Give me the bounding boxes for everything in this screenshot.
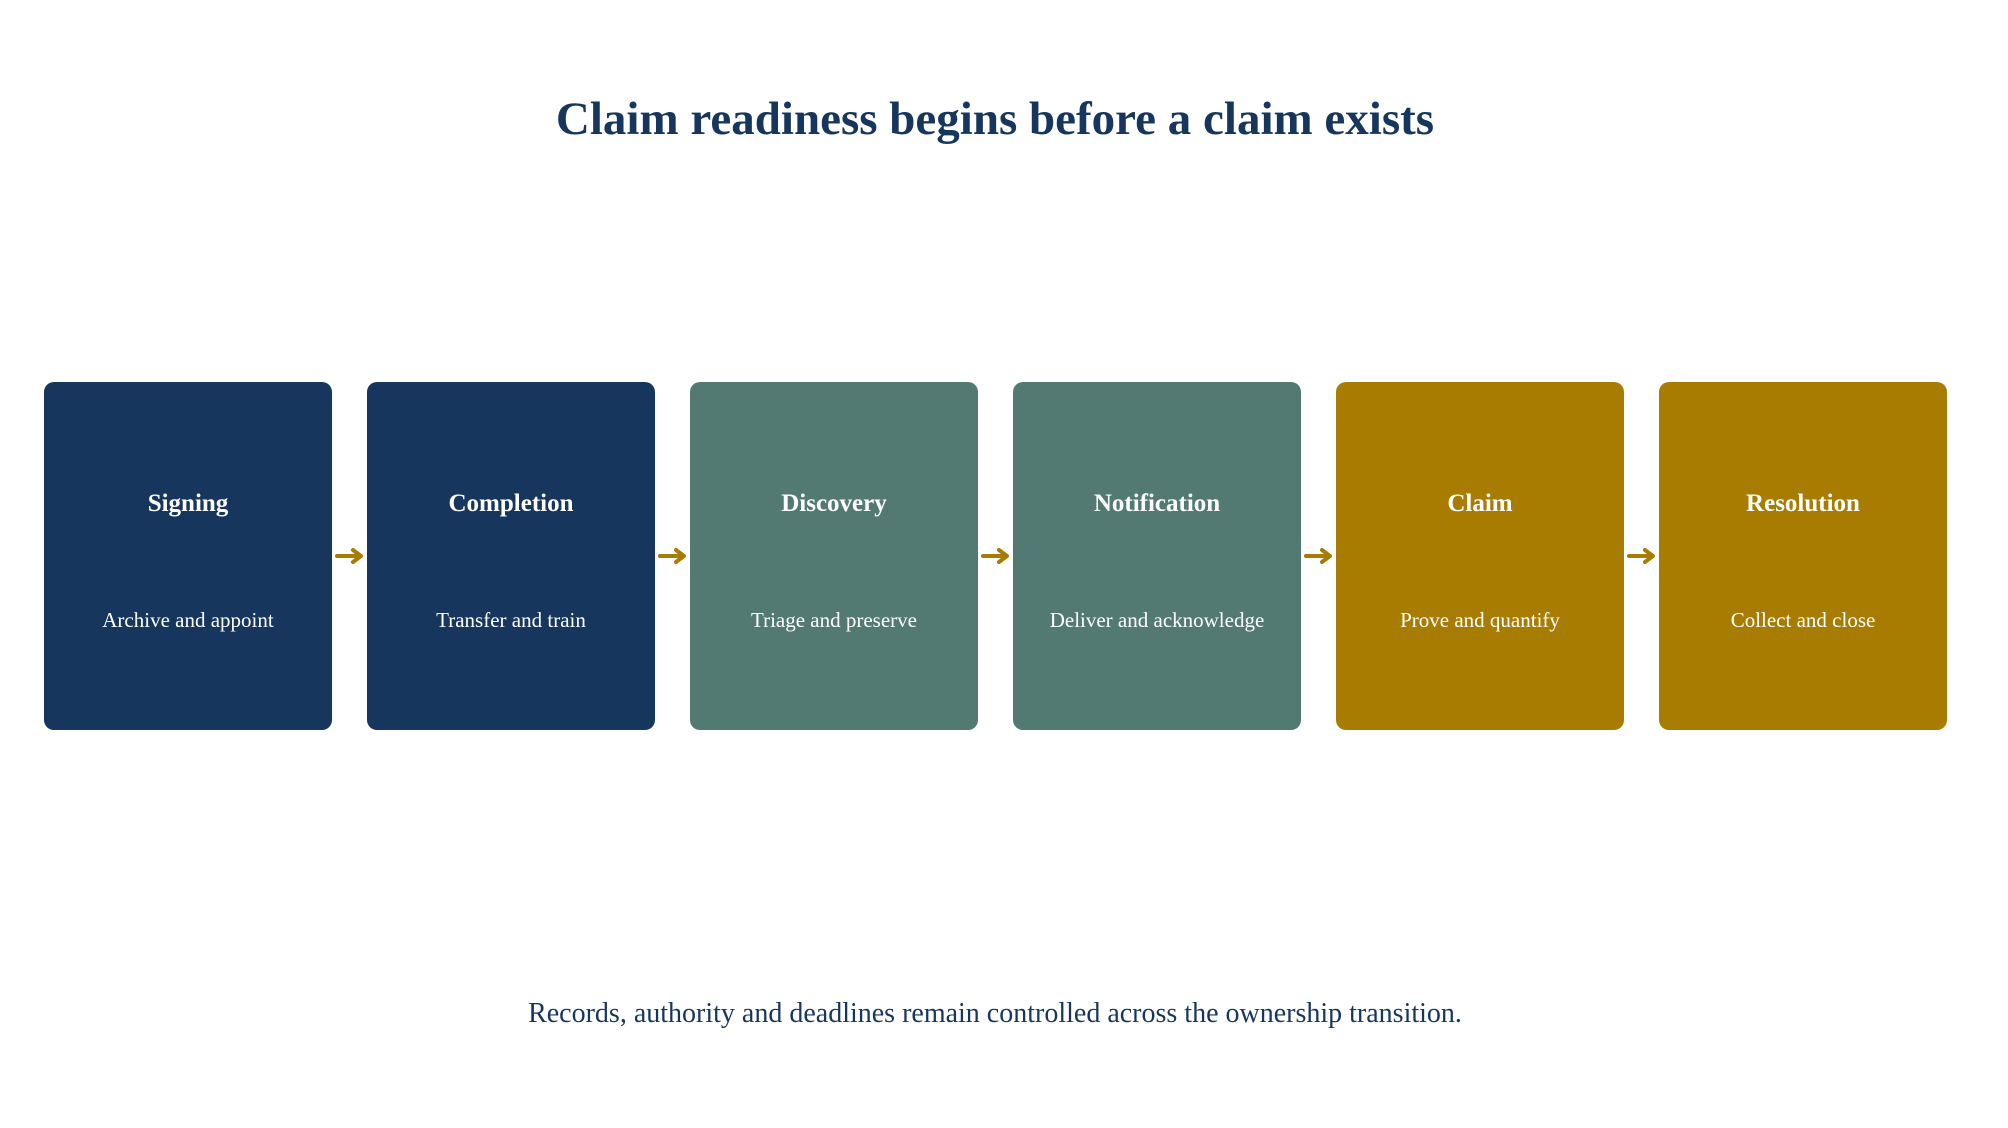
stage-title: Notification [1093, 490, 1221, 517]
arrow-right-icon [655, 382, 690, 730]
arrow-right-icon [1624, 382, 1659, 730]
arrow-right-icon [1301, 382, 1336, 730]
stage-title: Completion [448, 490, 574, 517]
footer-note: Records, authority and deadlines remain … [528, 998, 1462, 1029]
stage-subtitle: Deliver and acknowledge [1049, 608, 1265, 632]
stage-subtitle: Collect and close [1730, 608, 1876, 632]
arrow-right-icon [332, 382, 367, 730]
stage-subtitle: Triage and preserve [750, 608, 917, 632]
stage-title: Signing [147, 490, 229, 517]
stage-title: Claim [1447, 490, 1513, 517]
page-title: Claim readiness begins before a claim ex… [555, 93, 1435, 145]
stage-subtitle: Prove and quantify [1400, 608, 1560, 632]
stage-title: Resolution [1746, 490, 1860, 517]
stage-subtitle: Archive and appoint [102, 608, 274, 632]
stage-subtitle: Transfer and train [436, 608, 586, 632]
stage-title: Discovery [781, 490, 887, 517]
arrow-right-icon [978, 382, 1013, 730]
